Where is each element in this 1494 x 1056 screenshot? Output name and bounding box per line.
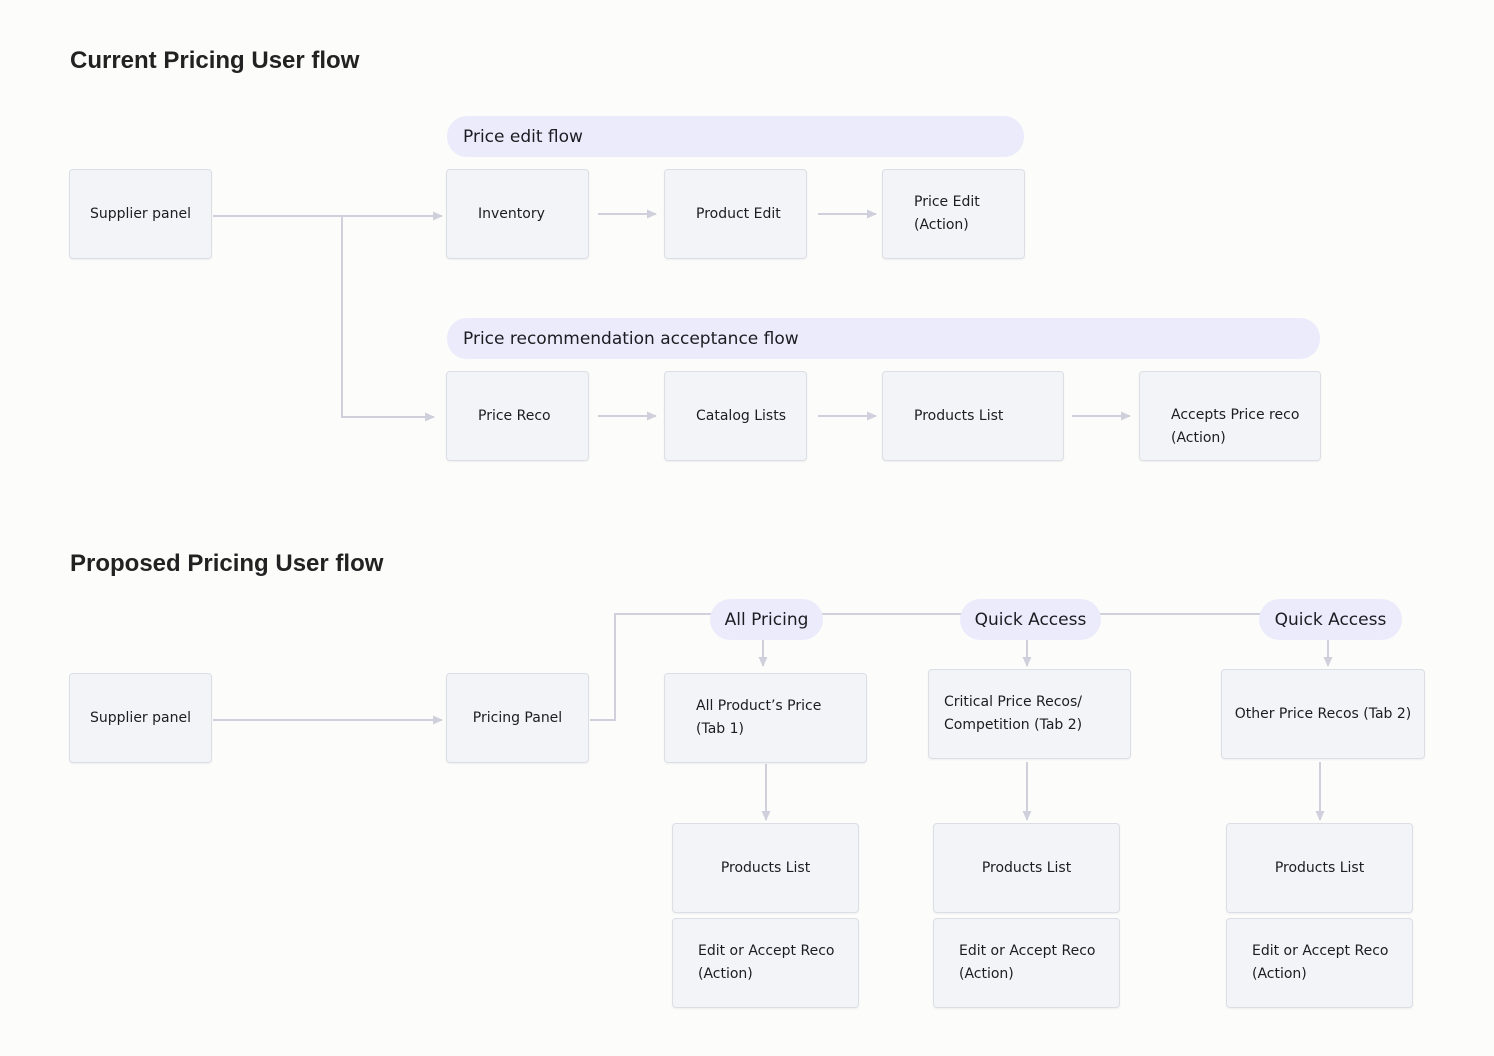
branch3-edit-accept-node: Edit or Accept Reco (Action)	[1226, 918, 1413, 1008]
connector-branch-to-price-reco	[341, 216, 435, 422]
products-list-node: Products List	[882, 371, 1064, 461]
band-label: Price edit flow	[463, 126, 583, 147]
catalog-lists-node: Catalog Lists	[664, 371, 807, 461]
connector-pricing-panel-to-pills	[590, 613, 1262, 721]
band-label: Price recommendation acceptance flow	[463, 328, 799, 349]
node-label: Product Edit	[696, 205, 781, 222]
node-label: Other Price Recos (Tab 2)	[1234, 705, 1412, 722]
quick-access-pill-1: Quick Access	[960, 599, 1101, 640]
node-label: Catalog Lists	[696, 407, 786, 424]
node-label-line: Edit or Accept Reco	[959, 943, 1096, 959]
branch1-products-list-node: Products List	[672, 823, 859, 913]
node-label-line: (Action)	[698, 966, 753, 982]
node-label-line: All Product’s Price	[696, 698, 822, 714]
node-label: Supplier panel	[90, 205, 191, 222]
branch1-edit-accept-node: Edit or Accept Reco (Action)	[672, 918, 859, 1008]
pill-label: Quick Access	[1274, 609, 1387, 630]
node-label: Supplier panel	[90, 709, 191, 726]
proposed-supplier-panel-node: Supplier panel	[69, 673, 212, 763]
proposed-flow-title: Proposed Pricing User flow	[70, 550, 384, 577]
node-label-line: Price Edit	[914, 194, 980, 210]
node-label: Inventory	[478, 205, 545, 222]
accepts-price-reco-node: Accepts Price reco (Action)	[1139, 371, 1321, 461]
product-edit-node: Product Edit	[664, 169, 807, 259]
node-label-line: (Action)	[1171, 430, 1226, 446]
node-label: Products List	[981, 859, 1072, 876]
branch2-products-list-node: Products List	[933, 823, 1120, 913]
node-label: Pricing Panel	[472, 709, 563, 726]
inventory-node: Inventory	[446, 169, 589, 259]
all-products-price-tab-node: All Product’s Price (Tab 1)	[664, 673, 867, 763]
node-label-line: (Tab 1)	[696, 721, 744, 737]
current-flow-title: Current Pricing User flow	[70, 47, 360, 74]
node-label: Products List	[720, 859, 811, 876]
all-pricing-pill: All Pricing	[710, 599, 823, 640]
node-label-line: (Action)	[914, 217, 969, 233]
branch3-products-list-node: Products List	[1226, 823, 1413, 913]
price-edit-flow-band: Price edit flow	[447, 116, 1024, 157]
critical-price-recos-tab-node: Critical Price Recos/ Competition (Tab 2…	[928, 669, 1131, 759]
node-label: Products List	[914, 407, 1004, 424]
node-label-line: (Action)	[959, 966, 1014, 982]
price-reco-node: Price Reco	[446, 371, 589, 461]
quick-access-pill-2: Quick Access	[1259, 599, 1402, 640]
node-label-line: Critical Price Recos/	[944, 694, 1083, 710]
node-label-line: Competition (Tab 2)	[944, 717, 1083, 733]
price-reco-flow-band: Price recommendation acceptance flow	[447, 318, 1320, 359]
node-label: Price Reco	[478, 407, 551, 424]
price-edit-action-node: Price Edit (Action)	[882, 169, 1025, 259]
pill-label: Quick Access	[974, 609, 1087, 630]
other-price-recos-tab-node: Other Price Recos (Tab 2)	[1221, 669, 1425, 759]
node-label-line: Accepts Price reco	[1171, 407, 1300, 423]
pill-label: All Pricing	[724, 609, 809, 630]
node-label-line: Edit or Accept Reco	[698, 943, 835, 959]
supplier-panel-node: Supplier panel	[69, 169, 212, 259]
node-label: Products List	[1274, 859, 1365, 876]
node-label-line: Edit or Accept Reco	[1252, 943, 1389, 959]
branch2-edit-accept-node: Edit or Accept Reco (Action)	[933, 918, 1120, 1008]
node-label-line: (Action)	[1252, 966, 1307, 982]
pricing-panel-node: Pricing Panel	[446, 673, 589, 763]
